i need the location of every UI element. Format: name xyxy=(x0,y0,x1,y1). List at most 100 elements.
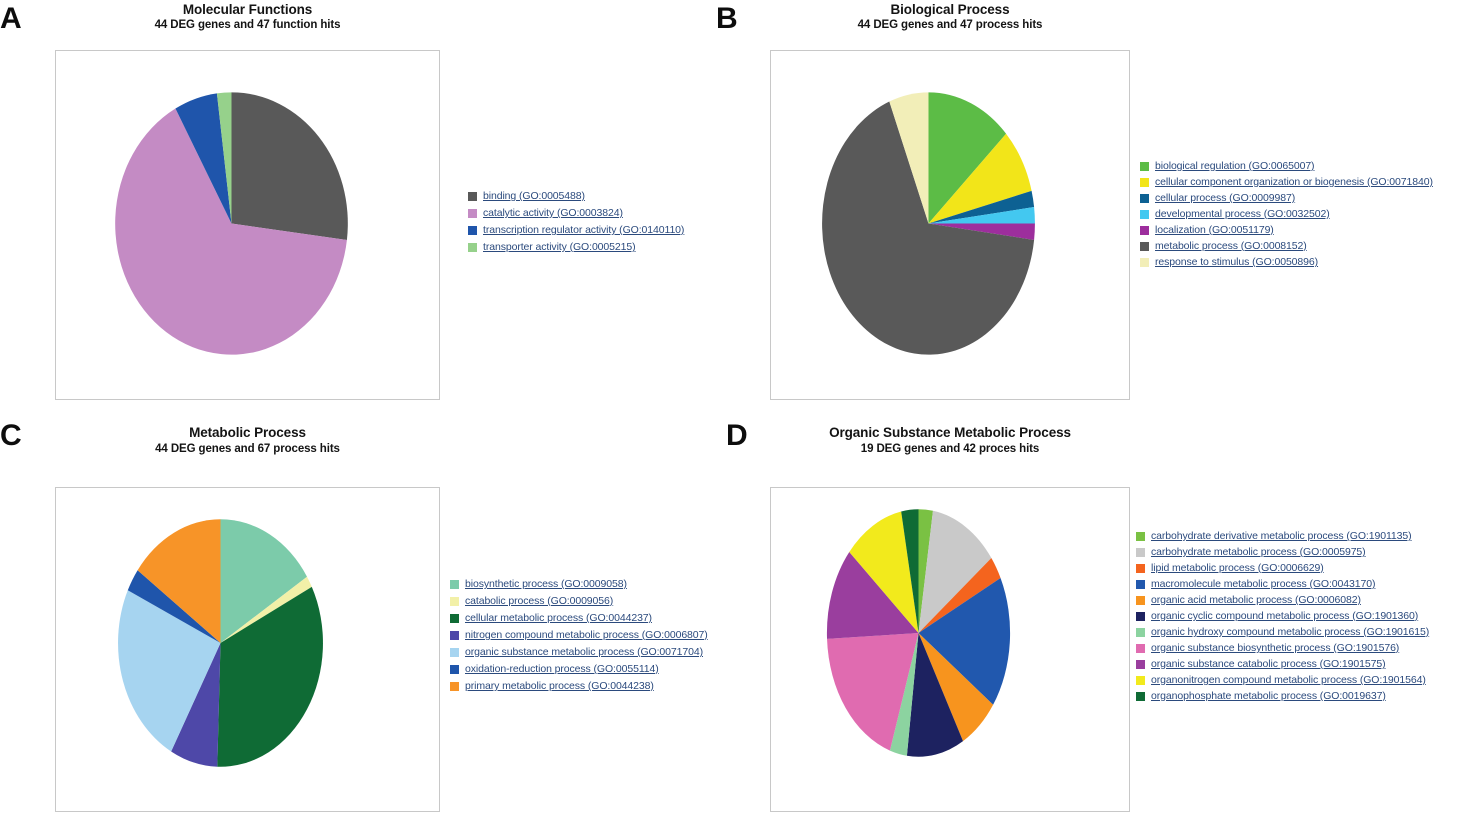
pie-slice xyxy=(822,101,1035,355)
pie-slice xyxy=(889,633,919,756)
legend-item[interactable]: metabolic process (GO:0008152) xyxy=(1140,240,1464,252)
legend-item[interactable]: organonitrogen compound metabolic proces… xyxy=(1136,674,1464,686)
legend-item-label[interactable]: carbohydrate metabolic process (GO:00059… xyxy=(1151,546,1366,558)
panel-letter-a: A xyxy=(0,2,22,35)
legend-item-label[interactable]: cellular component organization or bioge… xyxy=(1155,176,1433,188)
chart-box-c xyxy=(55,487,440,812)
legend-item-label[interactable]: organic cyclic compound metabolic proces… xyxy=(1151,610,1419,622)
legend-item[interactable]: organic hydroxy compound metabolic proce… xyxy=(1136,626,1464,638)
legend-item-label[interactable]: nitrogen compound metabolic process (GO:… xyxy=(465,629,708,641)
legend-item-label[interactable]: biosynthetic process (GO:0009058) xyxy=(465,578,627,590)
legend-swatch-icon xyxy=(1136,596,1145,605)
legend-swatch-icon xyxy=(1136,548,1145,557)
legend-b: biological regulation (GO:0065007) cellul… xyxy=(1140,160,1464,272)
legend-item[interactable]: organic acid metabolic process (GO:00060… xyxy=(1136,594,1464,606)
legend-item-label[interactable]: primary metabolic process (GO:0044238) xyxy=(465,680,654,692)
legend-item[interactable]: carbohydrate derivative metabolic proces… xyxy=(1136,530,1464,542)
legend-item[interactable]: carbohydrate metabolic process (GO:00059… xyxy=(1136,546,1464,558)
legend-item-label[interactable]: transporter activity (GO:0005215) xyxy=(483,241,636,253)
legend-item-label[interactable]: transcription regulator activity (GO:014… xyxy=(483,224,685,236)
legend-item[interactable]: cellular metabolic process (GO:0044237) xyxy=(450,612,760,624)
legend-c: biosynthetic process (GO:0009058) catabol… xyxy=(450,578,760,697)
legend-swatch-icon xyxy=(1136,692,1145,701)
legend-swatch-icon xyxy=(1136,564,1145,573)
legend-item-label[interactable]: macromolecule metabolic process (GO:0043… xyxy=(1151,578,1376,590)
panel-subtitle-a: 44 DEG genes and 47 function hits xyxy=(154,19,341,31)
pie-slice xyxy=(220,519,308,643)
legend-item-label[interactable]: catabolic process (GO:0009056) xyxy=(465,595,614,607)
pie-slice xyxy=(137,519,221,643)
legend-item-label[interactable]: developmental process (GO:0032502) xyxy=(1155,208,1330,220)
legend-item-label[interactable]: localization (GO:0051179) xyxy=(1155,224,1274,236)
legend-item[interactable]: cellular process (GO:0009987) xyxy=(1140,192,1464,204)
legend-item-label[interactable]: organic substance metabolic process (GO:… xyxy=(465,646,703,658)
legend-item[interactable]: organic substance catabolic process (GO:… xyxy=(1136,658,1464,670)
legend-swatch-icon xyxy=(1136,628,1145,637)
legend-item-label[interactable]: binding (GO:0005488) xyxy=(483,190,585,202)
legend-item-label[interactable]: biological regulation (GO:0065007) xyxy=(1155,160,1315,172)
legend-swatch-icon xyxy=(1136,676,1145,685)
pie-slice xyxy=(928,223,1035,240)
pie-slice xyxy=(918,510,992,633)
legend-item[interactable]: organic substance biosynthetic process (… xyxy=(1136,642,1464,654)
legend-swatch-icon xyxy=(1136,532,1145,541)
legend-item[interactable]: organic substance metabolic process (GO:… xyxy=(450,646,760,658)
legend-item[interactable]: biological regulation (GO:0065007) xyxy=(1140,160,1464,172)
panel-letter-d: D xyxy=(726,419,748,452)
legend-item[interactable]: transcription regulator activity (GO:014… xyxy=(468,224,748,236)
legend-item-label[interactable]: organic hydroxy compound metabolic proce… xyxy=(1151,626,1430,638)
legend-swatch-icon xyxy=(450,665,459,674)
legend-item-label[interactable]: metabolic process (GO:0008152) xyxy=(1155,240,1307,252)
pie-chart-b xyxy=(821,91,1036,356)
legend-item[interactable]: oxidation-reduction process (GO:0055114) xyxy=(450,663,760,675)
panel-letter-c: C xyxy=(0,419,22,452)
pie-chart-c xyxy=(117,518,324,768)
legend-item[interactable]: primary metabolic process (GO:0044238) xyxy=(450,680,760,692)
legend-item[interactable]: developmental process (GO:0032502) xyxy=(1140,208,1464,220)
panel-subtitle-c: 44 DEG genes and 67 process hits xyxy=(155,443,340,455)
legend-item[interactable]: organic cyclic compound metabolic proces… xyxy=(1136,610,1464,622)
pie-slice xyxy=(127,570,221,643)
legend-item-label[interactable]: catalytic activity (GO:0003824) xyxy=(483,207,623,219)
legend-item[interactable]: localization (GO:0051179) xyxy=(1140,224,1464,236)
legend-item-label[interactable]: organic acid metabolic process (GO:00060… xyxy=(1151,594,1361,606)
pie-chart-a xyxy=(114,91,349,356)
legend-item-label[interactable]: response to stimulus (GO:0050896) xyxy=(1155,256,1319,268)
pie-slice xyxy=(928,207,1035,224)
legend-swatch-icon xyxy=(468,192,477,201)
legend-item[interactable]: macromolecule metabolic process (GO:0043… xyxy=(1136,578,1464,590)
legend-item[interactable]: binding (GO:0005488) xyxy=(468,190,748,202)
pie-slice xyxy=(231,92,348,240)
pie-slice xyxy=(906,633,964,757)
legend-item[interactable]: nitrogen compound metabolic process (GO:… xyxy=(450,629,760,641)
legend-item-label[interactable]: cellular metabolic process (GO:0044237) xyxy=(465,612,652,624)
legend-item-label[interactable]: carbohydrate derivative metabolic proces… xyxy=(1151,530,1412,542)
legend-swatch-icon xyxy=(1136,660,1145,669)
pie-slice xyxy=(171,643,221,767)
legend-item[interactable]: lipid metabolic process (GO:0006629) xyxy=(1136,562,1464,574)
legend-item-label[interactable]: organic substance catabolic process (GO:… xyxy=(1151,658,1386,670)
legend-item-label[interactable]: oxidation-reduction process (GO:0055114) xyxy=(465,663,659,675)
pie-slice xyxy=(901,509,919,633)
legend-item[interactable]: response to stimulus (GO:0050896) xyxy=(1140,256,1464,268)
pie-slice xyxy=(826,551,919,639)
legend-item[interactable]: catabolic process (GO:0009056) xyxy=(450,595,760,607)
legend-swatch-icon xyxy=(450,648,459,657)
pie-svg-d xyxy=(826,509,1011,757)
legend-item-label[interactable]: lipid metabolic process (GO:0006629) xyxy=(1151,562,1324,574)
legend-item[interactable]: organophosphate metabolic process (GO:00… xyxy=(1136,690,1464,702)
legend-item[interactable]: catalytic activity (GO:0003824) xyxy=(468,207,748,219)
pie-slice xyxy=(827,633,919,751)
panel-title-c: Metabolic Process xyxy=(189,425,306,440)
legend-item-label[interactable]: organophosphate metabolic process (GO:00… xyxy=(1151,690,1386,702)
legend-item-label[interactable]: organonitrogen compound metabolic proces… xyxy=(1151,674,1426,686)
legend-swatch-icon xyxy=(1140,162,1149,171)
legend-item[interactable]: biosynthetic process (GO:0009058) xyxy=(450,578,760,590)
legend-item-label[interactable]: organic substance biosynthetic process (… xyxy=(1151,642,1400,654)
legend-item-label[interactable]: cellular process (GO:0009987) xyxy=(1155,192,1296,204)
pie-slice xyxy=(918,558,1001,633)
legend-item[interactable]: cellular component organization or bioge… xyxy=(1140,176,1464,188)
legend-item[interactable]: transporter activity (GO:0005215) xyxy=(468,241,748,253)
panel-title-d: Organic Substance Metabolic Process xyxy=(829,425,1071,440)
pie-svg-a xyxy=(115,92,348,355)
